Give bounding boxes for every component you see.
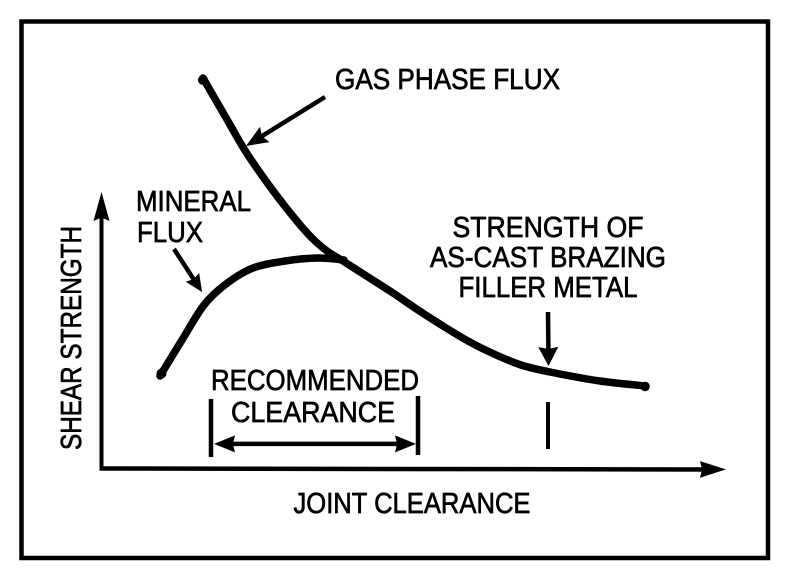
svg-text:RECOMMENDED: RECOMMENDED xyxy=(211,365,419,397)
svg-text:JOINT CLEARANCE: JOINT CLEARANCE xyxy=(294,488,531,520)
svg-text:AS-CAST BRAZING: AS-CAST BRAZING xyxy=(430,242,666,274)
svg-text:FLUX: FLUX xyxy=(137,217,203,249)
svg-text:CLEARANCE: CLEARANCE xyxy=(231,397,395,429)
svg-text:STRENGTH OF: STRENGTH OF xyxy=(453,212,644,244)
svg-text:GAS PHASE FLUX: GAS PHASE FLUX xyxy=(335,64,560,96)
svg-text:MINERAL: MINERAL xyxy=(136,186,251,218)
svg-text:SHEAR STRENGTH: SHEAR STRENGTH xyxy=(56,226,88,450)
svg-text:FILLER METAL: FILLER METAL xyxy=(459,272,638,304)
